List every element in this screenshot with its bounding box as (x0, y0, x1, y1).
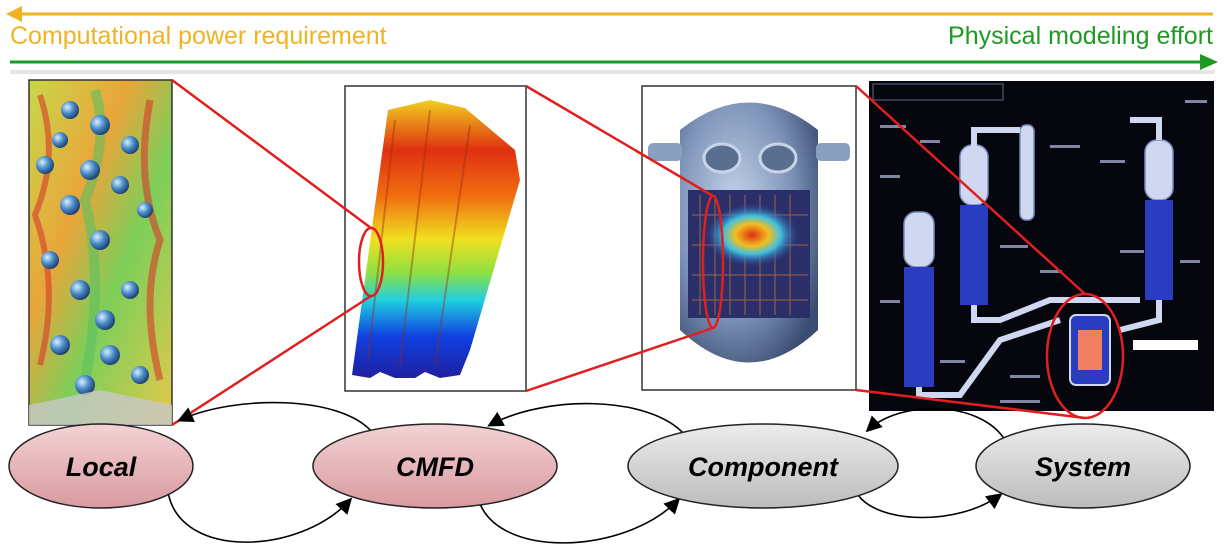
arrow-local-to-cmfd (167, 491, 353, 543)
scale-component-label: Component (688, 452, 839, 482)
scale-system[interactable]: System (975, 423, 1191, 509)
physical-modeling-label: Physical modeling effort (948, 22, 1213, 50)
zoom-line-local-top (171, 78, 372, 230)
zoom-line-component-top (855, 85, 1086, 295)
zoom-line-cmfd-top (525, 84, 714, 198)
scale-component[interactable]: Component (627, 423, 899, 509)
arrow-system-to-component (865, 407, 1006, 441)
arrow-cmfd-to-local (177, 401, 373, 433)
zoom-line-component-bottom (855, 388, 1086, 420)
arrow-cmfd-to-component (477, 497, 681, 544)
system-plant-schematic-image (869, 81, 1214, 411)
computational-power-label: Computational power requirement (10, 22, 387, 50)
feedback-arrows (167, 401, 1006, 544)
arrow-component-to-system (857, 493, 1003, 519)
separator-bar (10, 70, 1215, 74)
physical-modeling-arrow (10, 54, 1218, 70)
component-pressure-vessel-image (641, 85, 857, 391)
computational-power-arrow (6, 6, 1213, 22)
local-bubbly-flow-image (28, 79, 173, 426)
zoom-line-local-bottom (171, 294, 372, 427)
scale-system-label: System (1035, 452, 1131, 482)
bubbles (36, 101, 153, 395)
scale-local-label: Local (66, 452, 137, 482)
zoom-indicators (171, 78, 1125, 427)
cmfd-rod-bundle-image (344, 85, 527, 392)
scale-cmfd[interactable]: CMFD (312, 423, 558, 509)
zoom-line-cmfd-bottom (525, 326, 714, 393)
scale-cmfd-label: CMFD (396, 452, 474, 482)
arrow-component-to-cmfd (487, 402, 686, 436)
scale-local[interactable]: Local (8, 423, 194, 509)
